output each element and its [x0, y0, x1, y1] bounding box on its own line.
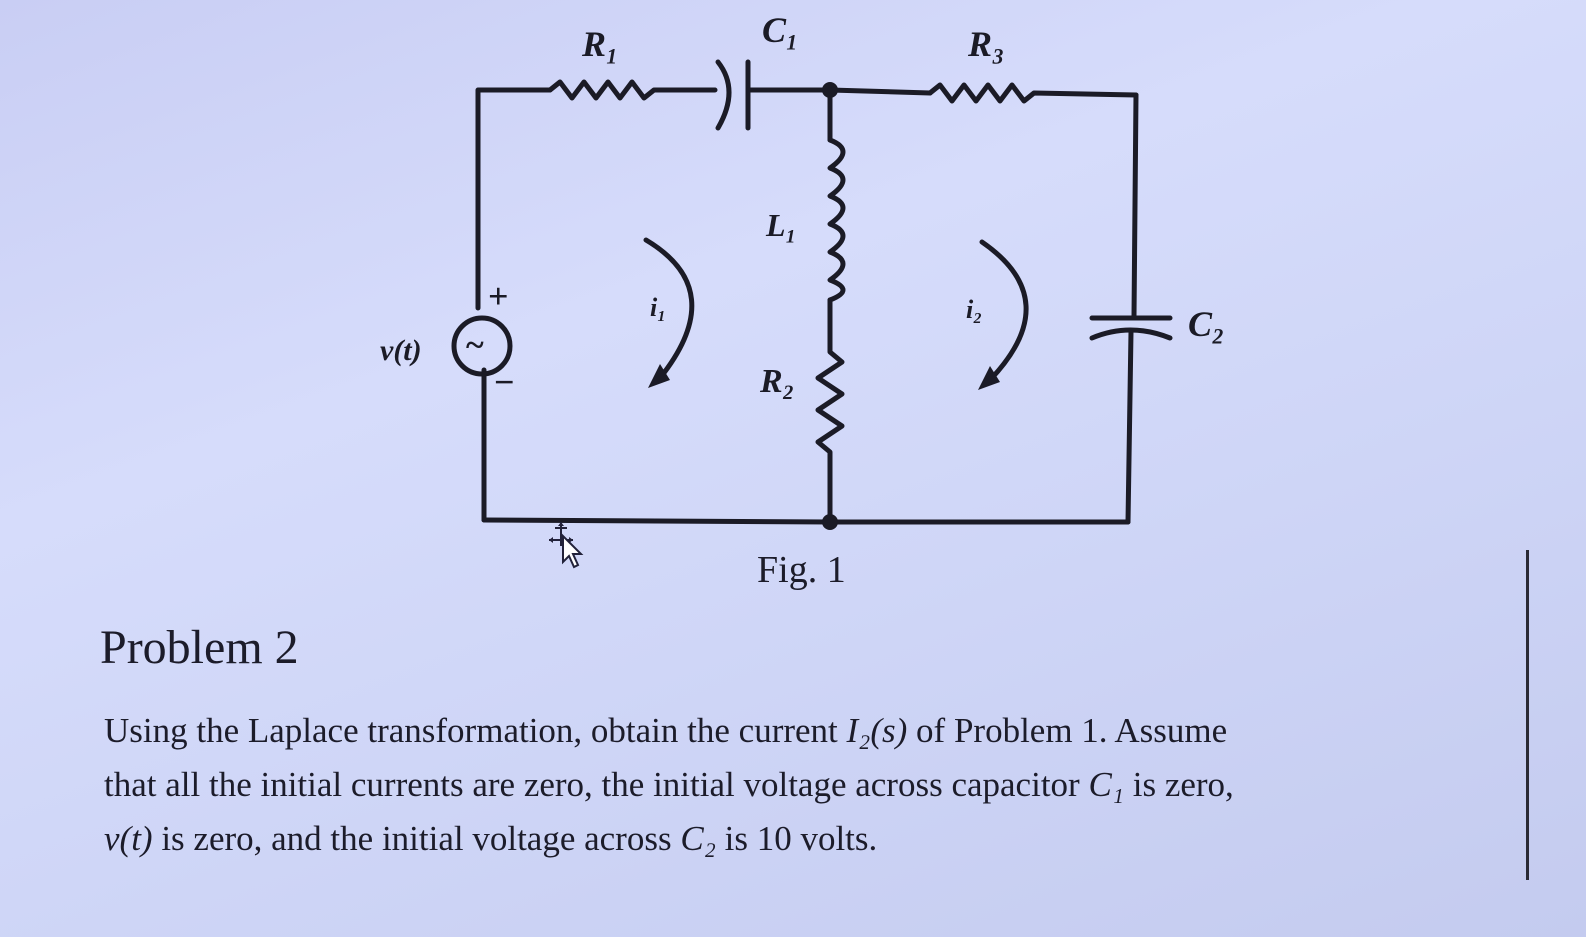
- source-symbol-text: v(t): [104, 819, 153, 858]
- label-l1: L₁: [765, 207, 797, 243]
- wire-right-upper: [1131, 92, 1139, 319]
- inductor-l1: [827, 137, 846, 303]
- label-r2: R₂: [759, 363, 795, 400]
- problem-line-3: v(t) is zero, and the initial voltage ac…: [104, 812, 1524, 866]
- capacitor-c1-symbol: C₁: [1088, 765, 1124, 804]
- problem-line-1: Using the Laplace transformation, obtain…: [104, 704, 1524, 758]
- line2-post: is zero,: [1123, 765, 1234, 804]
- label-c1: C₁: [762, 10, 799, 50]
- label-r1: R₁: [581, 24, 619, 64]
- capacitor-c2-symbol: C₂: [680, 819, 716, 858]
- line1-post: of Problem 1. Assume: [907, 711, 1228, 750]
- line3-post: is 10 volts.: [715, 819, 878, 858]
- page-border-line: [1526, 550, 1529, 880]
- mesh-arrowhead-i1: [648, 364, 670, 388]
- figure-caption: Fig. 1: [757, 549, 846, 591]
- mesh-arrow-i1: [643, 237, 695, 381]
- wire-top-left: [475, 87, 553, 311]
- label-r3: R₃: [967, 24, 1005, 64]
- mesh-arrowhead-i2: [978, 366, 1000, 390]
- line2-pre: that all the initial currents are zero, …: [104, 765, 1089, 804]
- problem-statement: Using the Laplace transformation, obtain…: [104, 704, 1524, 866]
- line1-pre: Using the Laplace transformation, obtain…: [104, 711, 847, 750]
- label-i2: i₂: [966, 295, 982, 324]
- label-plus: +: [488, 276, 509, 316]
- resistor-r3: [927, 82, 1139, 104]
- label-source: v(t): [380, 334, 422, 367]
- wire-node-to-r3: [827, 87, 933, 96]
- wire-right-lower: [1125, 329, 1134, 525]
- label-i1: i₁: [650, 293, 666, 322]
- current-symbol: I₂(s): [846, 711, 908, 750]
- move-cursor-icon: [549, 522, 584, 569]
- voltage-source: [451, 315, 513, 377]
- label-c2: C₂: [1188, 304, 1225, 344]
- label-source-symbol: ~: [466, 327, 484, 364]
- line3-mid: is zero, and the initial voltage across: [152, 819, 681, 858]
- problem-title: Problem 2: [100, 621, 299, 674]
- resistor-r1: [547, 79, 718, 101]
- label-minus: −: [494, 362, 515, 402]
- capacitor-c1: [715, 59, 751, 131]
- mesh-arrow-i2: [979, 239, 1029, 383]
- resistor-r2: [815, 297, 845, 525]
- problem-line-2: that all the initial currents are zero, …: [104, 758, 1524, 812]
- circuit-diagram: R₁ C₁ R₃ L₁ R₂ C₂ v(t) + − ~ i₁ i₂: [380, 10, 1225, 530]
